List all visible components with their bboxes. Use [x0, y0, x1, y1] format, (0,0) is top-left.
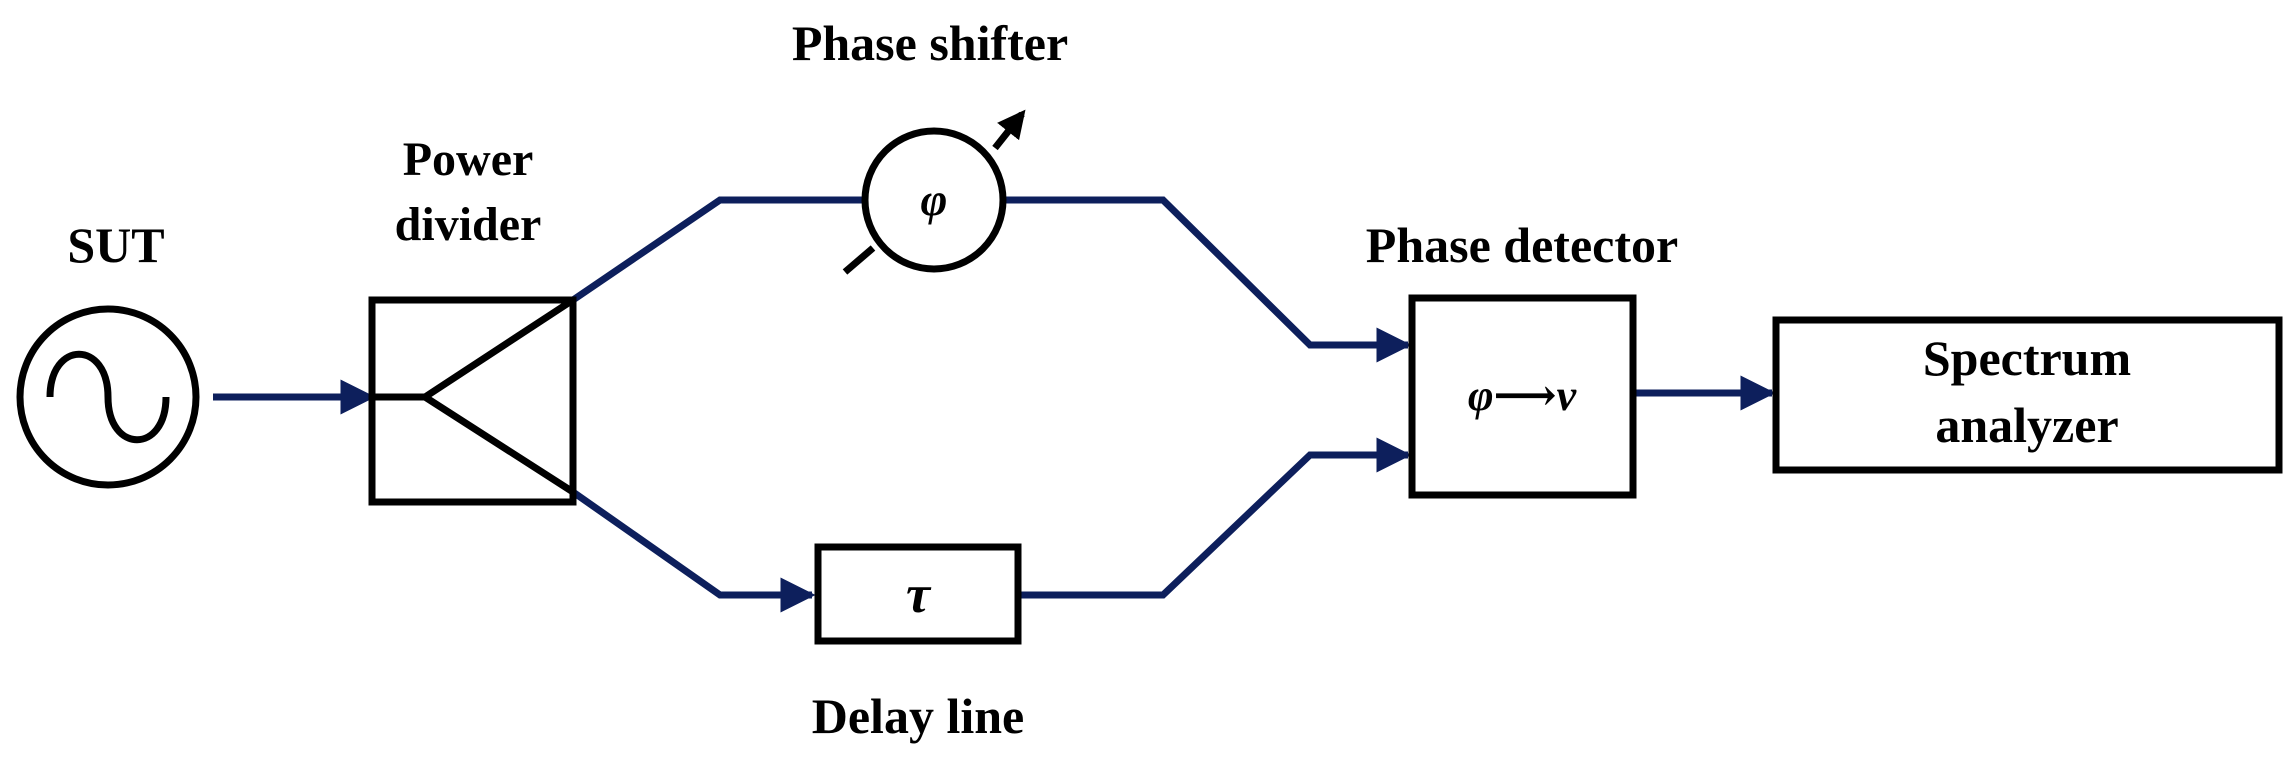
- sut-source: SUT: [16, 217, 200, 489]
- phase-shifter-label: Phase shifter: [792, 15, 1068, 71]
- delay-line-box: [814, 543, 1022, 645]
- sine-wave-icon: [46, 350, 170, 444]
- spectrum-analyzer-label-line1: Spectrum: [1923, 330, 2131, 386]
- delay-line-label: Delay line: [812, 688, 1024, 744]
- delay-symbol: τ: [906, 564, 932, 624]
- wire-divider-to-shifter: [571, 196, 865, 303]
- power-divider: Power divider: [368, 133, 577, 506]
- spectrum-analyzer-box: [1772, 316, 2283, 474]
- wire-shifter-to-detector: [1003, 196, 1412, 363]
- wire-delay-to-detector: [1018, 437, 1412, 599]
- power-divider-label-line1: Power: [403, 133, 534, 186]
- wire-divider-to-delay: [570, 489, 816, 613]
- phase-shifter-symbol: φ: [921, 174, 948, 225]
- spectrum-analyzer: Spectrum analyzer: [1772, 316, 2283, 474]
- power-divider-label-line2: divider: [395, 198, 542, 251]
- phase-detector-symbol: φ⟶v: [1468, 371, 1577, 420]
- phase-detector-label: Phase detector: [1366, 217, 1678, 273]
- variable-phase-shifter-icon: [842, 114, 1022, 275]
- signal-wires: [213, 196, 1776, 613]
- phase-detector: φ⟶v Phase detector: [1366, 217, 1678, 499]
- phase-detector-box: [1408, 294, 1637, 499]
- sut-label: SUT: [67, 217, 164, 273]
- spectrum-analyzer-label-line2: analyzer: [1935, 397, 2118, 453]
- power-divider-icon: [372, 297, 575, 495]
- phase-shifter: φ Phase shifter: [792, 15, 1068, 275]
- phase-shifter-circle: [861, 127, 1007, 273]
- delay-line: τ Delay line: [812, 543, 1024, 744]
